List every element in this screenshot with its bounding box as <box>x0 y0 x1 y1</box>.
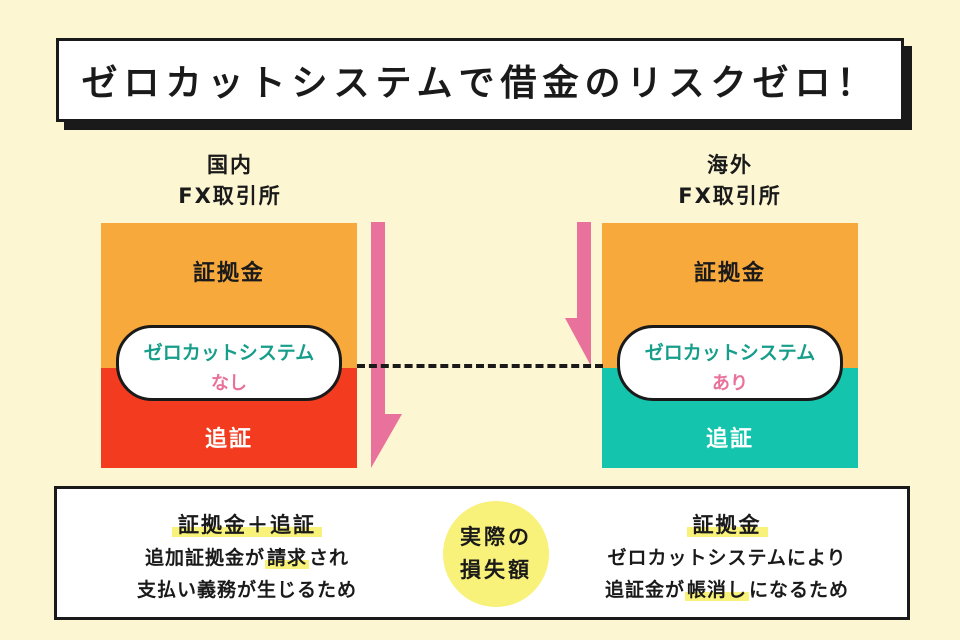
overseas-label-line2: FX取引所 <box>678 184 782 208</box>
right-summary-heading: 証拠金 <box>577 509 877 539</box>
domestic-pill-status: なし <box>211 373 247 394</box>
domestic-margin-label: 証拠金 <box>192 261 265 286</box>
overseas-label-line1: 海外 <box>707 153 753 177</box>
actual-loss-badge: 実際の 損失額 <box>443 501 549 607</box>
summary-box: 証拠金＋追証 追加証拠金が請求され 支払い義務が生じるため 実際の 損失額 証拠… <box>54 486 910 620</box>
short-down-arrow-icon <box>565 222 591 366</box>
overseas-exchange-label: 海外 FX取引所 <box>650 150 810 212</box>
right-summary-line2: 追証金が帳消しになるため <box>604 579 850 601</box>
domestic-stack: 証拠金 追証 ゼロカットシステム なし <box>101 223 357 468</box>
domestic-zero-cut-pill: ゼロカットシステム なし <box>116 325 342 401</box>
left-summary-line2: 支払い義務が生じるため <box>136 579 357 601</box>
left-summary-heading: 証拠金＋追証 <box>97 509 397 539</box>
overseas-zero-cut-pill: ゼロカットシステム あり <box>617 325 843 401</box>
left-summary-line1: 追加証拠金が請求され <box>144 547 350 569</box>
right-summary-line1: ゼロカットシステムにより <box>607 547 847 569</box>
page-title: ゼロカットシステムで借金のリスクゼロ！ <box>56 38 904 122</box>
domestic-exchange-label: 国内 FX取引所 <box>150 150 310 212</box>
overseas-margin-label: 証拠金 <box>693 261 766 286</box>
overseas-pill-status: あり <box>712 373 748 394</box>
badge-line1: 実際の <box>460 525 532 549</box>
badge-line2: 損失額 <box>460 558 532 582</box>
overseas-stack: 証拠金 追証 ゼロカットシステム あり <box>602 223 858 468</box>
zero-cut-line <box>357 364 603 368</box>
overseas-pill-title: ゼロカットシステム <box>644 342 816 364</box>
domestic-label-line1: 国内 <box>207 153 253 177</box>
domestic-label-line2: FX取引所 <box>178 184 282 208</box>
overseas-margin-call-label: 追証 <box>705 427 754 452</box>
domestic-margin-call-label: 追証 <box>204 427 253 452</box>
domestic-pill-title: ゼロカットシステム <box>143 342 315 364</box>
long-down-arrow-icon <box>371 222 402 468</box>
